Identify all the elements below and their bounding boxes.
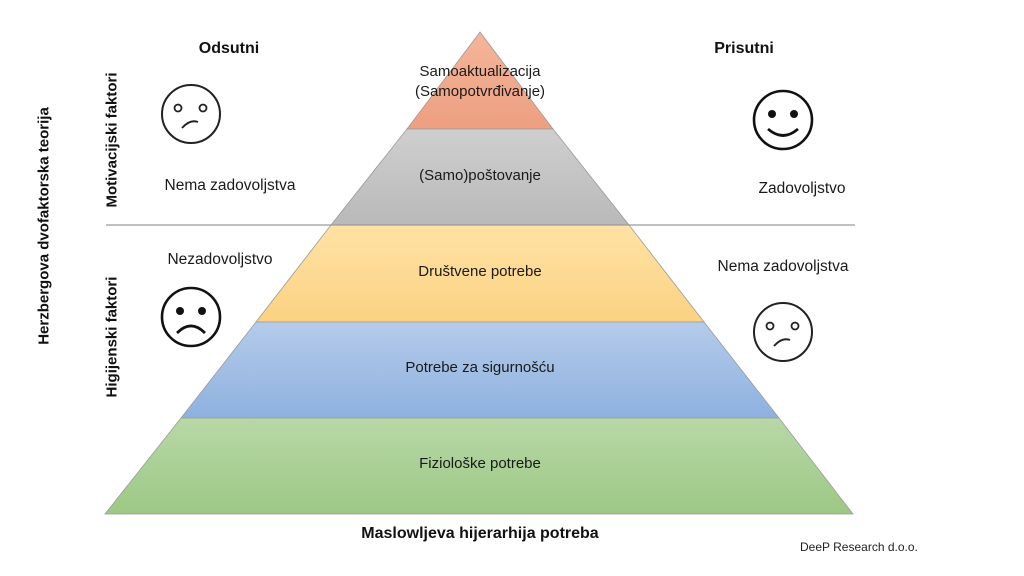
sad-face-icon — [160, 286, 222, 348]
level-esteem-label: (Samo)poštovanje — [419, 167, 541, 184]
column-header-absent: Odsutni — [198, 40, 260, 57]
level-physiological-label: Fiziološke potrebe — [419, 455, 541, 472]
pyramid-level-physiological — [104, 417, 854, 515]
hygiene-absent-outcome: Nezadovoljstvo — [167, 251, 273, 268]
motivational-absent-outcome: Nema zadovoljstva — [164, 177, 296, 194]
level-social-label: Društvene potrebe — [418, 263, 542, 280]
smiley-face-icon — [752, 89, 814, 151]
level-self-actualization-label: Samoaktualizacija (Samopotvrđivanje) — [415, 62, 545, 102]
level-safety-label: Potrebe za sigurnošću — [405, 359, 555, 376]
level-label-line1: Samoaktualizacija — [419, 63, 541, 80]
neutral-face-icon — [753, 302, 813, 362]
level-label-line2: (Samopotvrđivanje) — [414, 83, 546, 100]
credit-text: DeeP Research d.o.o. — [800, 540, 918, 554]
herzberg-theory-label: Herzbergova dvofaktorska teorija — [35, 107, 53, 345]
hygiene-present-outcome: Nema zadovoljstva — [717, 258, 849, 275]
motivational-present-outcome: Zadovoljstvo — [758, 180, 846, 197]
hygiene-factors-label: Higijenski faktori — [103, 276, 121, 398]
diagram-title: Maslowljeva hijerarhija potreba — [361, 525, 599, 542]
column-header-present: Prisutni — [714, 40, 774, 57]
motivational-factors-label: Motivacijski faktori — [103, 72, 121, 208]
neutral-face-icon — [161, 84, 221, 144]
